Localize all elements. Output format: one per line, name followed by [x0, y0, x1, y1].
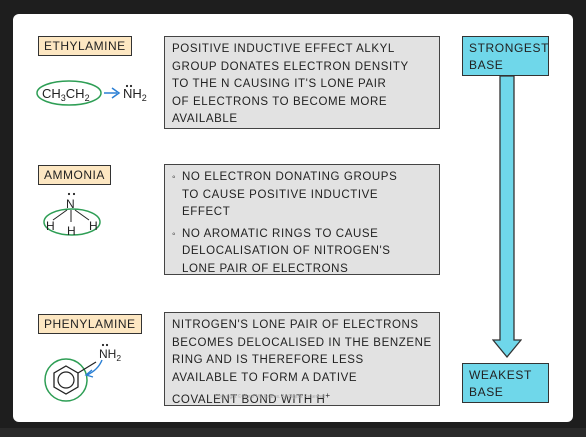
- bottom-bar: [0, 428, 586, 437]
- phenylamine-label: PHENYLAMINE: [38, 314, 142, 334]
- phenylamine-line: NITROGEN'S LONE PAIR OF ELECTRONS: [172, 319, 419, 331]
- svg-text:CH3CH2: CH3CH2: [42, 86, 90, 103]
- ethylamine-line: POSITIVE INDUCTIVE EFFECT ALKYL: [172, 43, 395, 55]
- svg-text:N: N: [66, 197, 75, 211]
- ethylamine-explanation: POSITIVE INDUCTIVE EFFECT ALKYL GROUP DO…: [164, 36, 440, 129]
- phenylamine-line: COVALENT BOND WITH H+: [172, 391, 331, 406]
- svg-text:H: H: [46, 219, 55, 233]
- ethylamine-label: ETHYLAMINE: [38, 36, 132, 56]
- ethylamine-line: GROUP DONATES ELECTRON DENSITY: [172, 60, 409, 73]
- ammonia-label: AMMONIA: [38, 165, 111, 185]
- ethylamine-structure: CH3CH2 NH2: [34, 76, 159, 112]
- ammonia-bullet: ◦ NO AROMATIC RINGS TO CAUSE DELOCALISAT…: [172, 226, 432, 279]
- phenylamine-structure-graphic: NH2: [44, 343, 121, 402]
- svg-text:NH2: NH2: [123, 86, 147, 103]
- ethylamine-line: TO THE N CAUSING IT'S LONE PAIR: [172, 78, 387, 90]
- ethyl-ch: CH: [42, 86, 61, 101]
- ethylamine-structure-graphic: CH3CH2 NH2: [36, 80, 147, 106]
- phenylamine-explanation: NITROGEN'S LONE PAIR OF ELECTRONS BECOME…: [164, 312, 440, 406]
- bullet-dot-icon: ◦: [172, 172, 177, 183]
- phenylamine-line: BECOMES DELOCALISED IN THE BENZENE: [172, 336, 432, 349]
- svg-text:H: H: [89, 219, 98, 233]
- ammonia-structure-graphic: N H H H: [43, 192, 101, 238]
- ethylamine-line: AVAILABLE: [172, 113, 238, 125]
- phenylamine-structure: NH2: [42, 342, 132, 404]
- bullet-dot-icon: ◦: [172, 228, 177, 240]
- ethylamine-line: OF ELECTRONS TO BECOME MORE: [172, 95, 388, 108]
- weakest-base-box: WEAKEST BASE: [462, 363, 549, 403]
- ammonia-explanation: ◦ NO ELECTRON DONATING GROUPS TO CAUSE P…: [164, 164, 440, 275]
- copyright-text: Copyright © Save My Exams. All Rights Re…: [215, 394, 326, 400]
- svg-text:NH2: NH2: [99, 347, 121, 363]
- svg-text:H: H: [67, 224, 76, 238]
- ammonia-bullet: ◦ NO ELECTRON DONATING GROUPS TO CAUSE P…: [172, 169, 432, 222]
- ammonia-structure: N H H H: [40, 188, 106, 240]
- strongest-base-box: STRONGEST BASE: [462, 36, 549, 76]
- strength-arrow-icon: [492, 76, 522, 359]
- phenylamine-line: AVAILABLE TO FORM A DATIVE: [172, 371, 358, 384]
- phenylamine-line: RING AND IS THEREFORE LESS: [172, 354, 364, 366]
